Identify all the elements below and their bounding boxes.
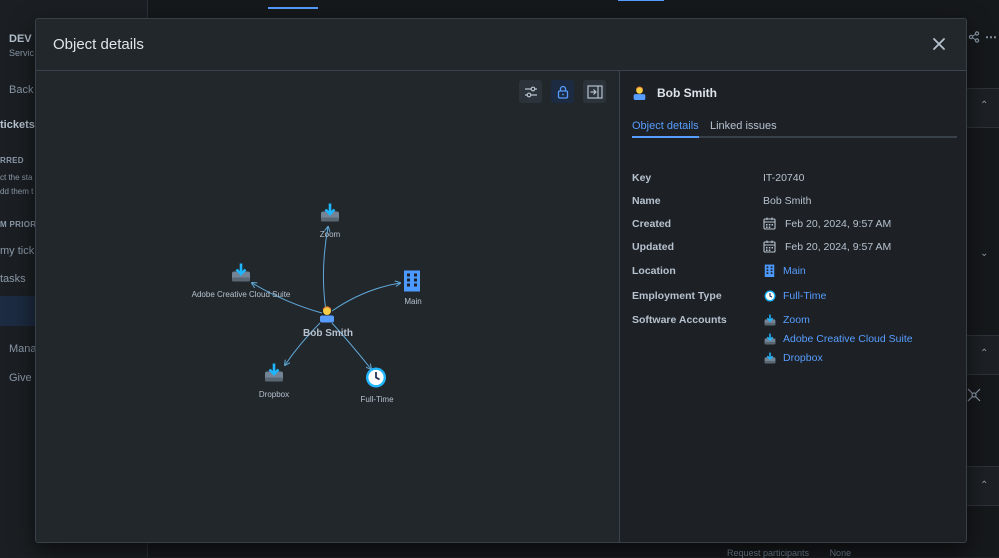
field-created-label: Created bbox=[632, 218, 671, 230]
software-link-text: Zoom bbox=[783, 314, 810, 326]
sidebar-starred-text-2: dd them t bbox=[0, 187, 33, 196]
updated-date-text: Feb 20, 2024, 9:57 AM bbox=[785, 241, 891, 253]
graph-node-fulltime[interactable] bbox=[365, 367, 387, 394]
field-key-label: Key bbox=[632, 172, 651, 184]
sidebar-priority-heading: M PRIOR bbox=[0, 220, 36, 229]
person-icon bbox=[318, 305, 336, 323]
download-icon bbox=[763, 332, 776, 345]
sidebar-tickets-heading[interactable]: tickets bbox=[0, 119, 35, 131]
graph-center-label: Bob Smith bbox=[303, 328, 353, 339]
details-header: Bob Smith bbox=[632, 85, 717, 100]
field-key-value: IT-20740 bbox=[763, 172, 804, 184]
graph-node-zoom-label: Zoom bbox=[320, 230, 340, 239]
close-icon bbox=[928, 33, 950, 55]
field-employment-label: Employment Type bbox=[632, 290, 722, 302]
graph-node-main-label: Main bbox=[404, 297, 421, 306]
more-icon[interactable]: ⋯ bbox=[985, 30, 998, 44]
tab-object-details[interactable]: Object details bbox=[632, 120, 699, 132]
download-icon bbox=[264, 363, 284, 383]
field-employment-value[interactable]: Full-Time bbox=[763, 289, 826, 302]
background-tab-indicator-2 bbox=[618, 0, 664, 1]
download-icon bbox=[763, 351, 776, 364]
created-date-text: Feb 20, 2024, 9:57 AM bbox=[785, 218, 891, 230]
chevron-up-icon[interactable]: ⌃ bbox=[980, 100, 988, 111]
share-icon[interactable] bbox=[968, 31, 980, 46]
modal-header: Object details bbox=[36, 19, 966, 71]
details-pane: Bob Smith Object details Linked issues K… bbox=[619, 71, 967, 543]
field-updated-value: Feb 20, 2024, 9:57 AM bbox=[763, 240, 891, 253]
calendar-icon bbox=[763, 240, 776, 253]
download-icon bbox=[763, 313, 776, 326]
field-name-value: Bob Smith bbox=[763, 195, 811, 207]
graph-icon[interactable] bbox=[967, 388, 981, 405]
graph-node-adobe-label: Adobe Creative Cloud Suite bbox=[192, 290, 291, 299]
graph-node-dropbox-label: Dropbox bbox=[259, 390, 289, 399]
tab-linked-issues[interactable]: Linked issues bbox=[710, 120, 777, 132]
graph-pane: Zoom Adobe Creative Cloud Suite Main Bob… bbox=[36, 71, 619, 543]
sidebar-item-tasks[interactable]: tasks bbox=[0, 273, 26, 285]
field-name-label: Name bbox=[632, 195, 661, 207]
tab-active-indicator bbox=[632, 136, 699, 138]
employment-link-text: Full-Time bbox=[783, 290, 826, 302]
download-icon bbox=[231, 263, 251, 283]
project-subtitle: Servic bbox=[9, 48, 34, 58]
details-object-name: Bob Smith bbox=[657, 86, 717, 100]
location-link-text: Main bbox=[783, 265, 806, 277]
graph-node-bob-smith[interactable] bbox=[318, 305, 336, 328]
background-tab-indicator bbox=[268, 7, 318, 9]
field-location-value[interactable]: Main bbox=[763, 264, 806, 277]
building-icon bbox=[763, 264, 776, 277]
edge-zoom bbox=[323, 227, 328, 311]
calendar-icon bbox=[763, 217, 776, 230]
sidebar-item-give[interactable]: Give bbox=[9, 372, 32, 384]
building-icon bbox=[403, 270, 421, 292]
details-tabs: Object details Linked issues bbox=[632, 120, 957, 138]
chevron-down-icon[interactable]: ⌄ bbox=[980, 248, 988, 259]
clock-icon bbox=[365, 367, 387, 389]
sidebar-item-manage[interactable]: Mana bbox=[9, 343, 37, 355]
graph-node-main[interactable] bbox=[403, 270, 421, 297]
background-right-panel: ⋯ ⌃ ⌄ ⌃ ⌃ bbox=[966, 0, 999, 557]
graph-node-zoom[interactable] bbox=[320, 203, 340, 228]
software-account-adobe[interactable]: Adobe Creative Cloud Suite bbox=[763, 332, 913, 345]
field-updated-label: Updated bbox=[632, 241, 674, 253]
field-created-value: Feb 20, 2024, 9:57 AM bbox=[763, 217, 891, 230]
software-link-text: Dropbox bbox=[783, 352, 823, 364]
software-link-text: Adobe Creative Cloud Suite bbox=[783, 333, 913, 345]
close-button[interactable] bbox=[928, 33, 950, 55]
field-software-label: Software Accounts bbox=[632, 314, 727, 326]
modal-title: Object details bbox=[53, 36, 144, 53]
chevron-up-icon-2[interactable]: ⌃ bbox=[980, 348, 988, 359]
graph-node-adobe[interactable] bbox=[231, 263, 251, 288]
field-location-label: Location bbox=[632, 265, 676, 277]
graph-node-dropbox[interactable] bbox=[264, 363, 284, 388]
software-account-zoom[interactable]: Zoom bbox=[763, 313, 810, 326]
person-icon bbox=[632, 85, 647, 100]
sidebar-starred-text: ct the sta bbox=[0, 173, 32, 182]
sidebar-back-link[interactable]: Back bbox=[9, 84, 33, 96]
sidebar-starred-heading: RRED bbox=[0, 156, 24, 165]
project-title: DEV I bbox=[9, 33, 38, 45]
object-details-modal: Object details bbox=[35, 18, 967, 543]
clock-icon bbox=[763, 289, 776, 302]
edge-main bbox=[332, 283, 400, 311]
sidebar-item-my-tickets[interactable]: my tick bbox=[0, 245, 34, 257]
graph-node-fulltime-label: Full-Time bbox=[360, 395, 393, 404]
download-icon bbox=[320, 203, 340, 223]
software-account-dropbox[interactable]: Dropbox bbox=[763, 351, 823, 364]
chevron-up-icon-3[interactable]: ⌃ bbox=[980, 480, 988, 491]
